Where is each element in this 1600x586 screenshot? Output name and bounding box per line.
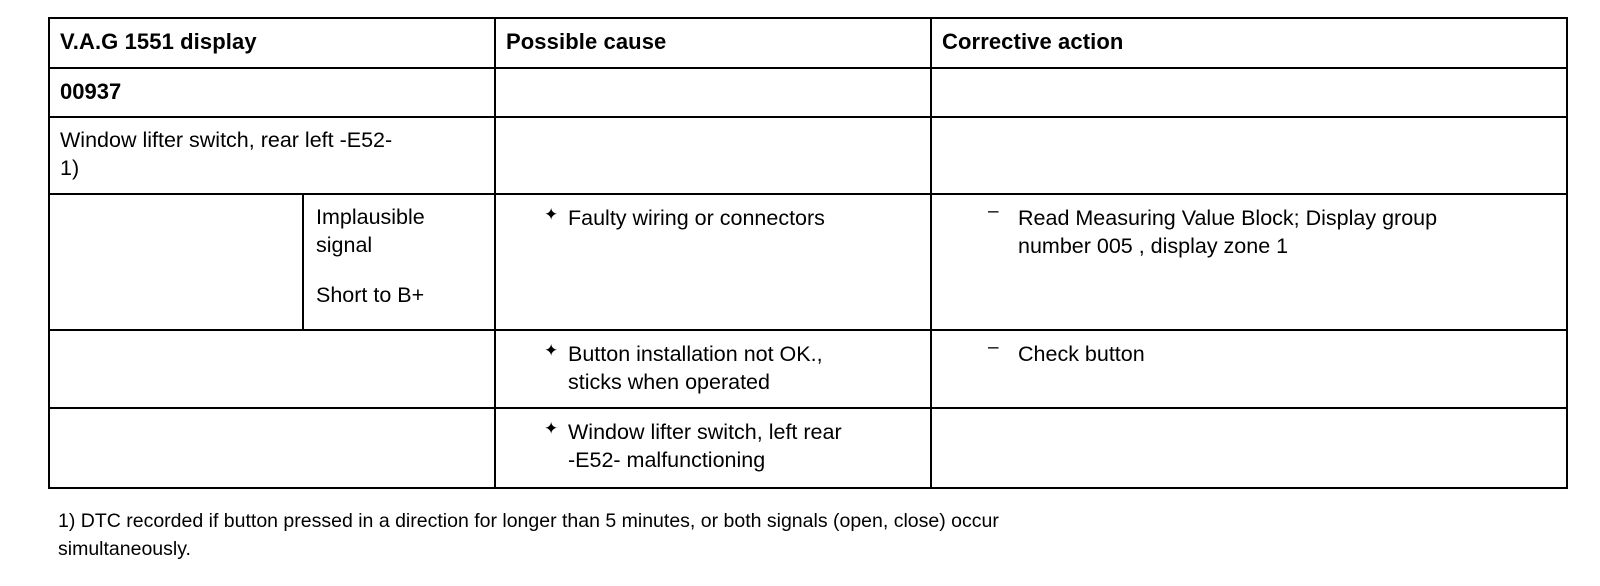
- implausible-signal-line1: Implausible: [316, 205, 425, 230]
- table-row-button-installation: Button installation not OK., sticks when…: [48, 329, 1568, 410]
- cell-button-action: Check button: [930, 329, 1568, 410]
- list-item: Check button: [988, 336, 1566, 369]
- cell-implausible-signal-label: Implausible signal Short to B+: [302, 193, 496, 332]
- action-list: Check button: [988, 336, 1566, 369]
- cell-implausible-action: Read Measuring Value Block; Display grou…: [930, 193, 1568, 332]
- action-text-line1: Read Measuring Value Block; Display grou…: [1018, 206, 1438, 231]
- component-name-footnote-marker: 1): [60, 156, 80, 181]
- possible-cause-list-button: Button installation not OK., sticks when…: [496, 331, 930, 397]
- dtc-code-value: 00937: [60, 78, 122, 104]
- header-label-display: V.A.G 1551 display: [60, 29, 257, 54]
- short-to-b-plus-label: Short to B+: [316, 282, 425, 307]
- action-text-line2: number 005 , display zone 1: [1018, 234, 1289, 258]
- possible-cause-list-wiring: Faulty wiring or connectors: [496, 195, 930, 233]
- cause-list: Button installation not OK., sticks when…: [542, 340, 930, 397]
- table-row-dtc-code: 00937: [48, 66, 1568, 119]
- cell-dtc-code-action: [930, 66, 1568, 119]
- corrective-action-list-check-button: Check button: [932, 331, 1566, 369]
- cell-implausible-cause: Faulty wiring or connectors: [494, 193, 932, 332]
- cell-button-display-empty: [48, 329, 496, 410]
- header-cell-display: V.A.G 1551 display: [48, 17, 496, 69]
- footnote-line2: simultaneously.: [58, 537, 191, 560]
- list-item: Read Measuring Value Block; Display grou…: [988, 200, 1566, 261]
- cell-button-cause: Button installation not OK., sticks when…: [494, 329, 932, 410]
- list-item: Faulty wiring or connectors: [542, 204, 930, 233]
- corrective-action-list-mvb: Read Measuring Value Block; Display grou…: [932, 195, 1566, 261]
- spacer: [316, 260, 484, 282]
- list-item: Window lifter switch, left rear -E52- ma…: [542, 418, 930, 475]
- cell-component-name: Window lifter switch, rear left -E52- 1): [48, 116, 496, 196]
- possible-cause-list-switch: Window lifter switch, left rear -E52- ma…: [496, 409, 930, 475]
- table-header-row: V.A.G 1551 display Possible cause Correc…: [48, 17, 1568, 69]
- table-row-implausible-signal: Implausible signal Short to B+ Faulty wi…: [48, 193, 1568, 332]
- action-list: Read Measuring Value Block; Display grou…: [988, 200, 1566, 261]
- component-name-value: Window lifter switch, rear left -E52-: [60, 128, 393, 153]
- header-cell-corrective-action: Corrective action: [930, 17, 1568, 69]
- implausible-signal-text: Implausible signal Short to B+: [304, 195, 494, 324]
- header-label-corrective-action: Corrective action: [942, 29, 1124, 54]
- table-row-switch-malfunctioning: Window lifter switch, left rear -E52- ma…: [48, 407, 1568, 490]
- cause-list: Window lifter switch, left rear -E52- ma…: [542, 418, 930, 475]
- table-row-component-name: Window lifter switch, rear left -E52- 1): [48, 116, 1568, 196]
- cause-text-line2: -E52- malfunctioning: [568, 448, 766, 472]
- component-name-text: Window lifter switch, rear left -E52- 1): [50, 118, 494, 193]
- cell-dtc-code: 00937: [48, 66, 496, 119]
- cell-component-name-cause: [494, 116, 932, 196]
- cell-dtc-code-cause: [494, 66, 932, 119]
- implausible-signal-line2: signal: [316, 233, 373, 257]
- footnote: 1) DTC recorded if button pressed in a d…: [58, 508, 1538, 563]
- cause-text-line2: sticks when operated: [568, 370, 770, 394]
- cell-switch-cause: Window lifter switch, left rear -E52- ma…: [494, 407, 932, 490]
- footnote-line1: 1) DTC recorded if button pressed in a d…: [58, 510, 999, 532]
- cell-component-name-action: [930, 116, 1568, 196]
- cell-implausible-display-empty: [48, 193, 304, 332]
- list-item: Button installation not OK., sticks when…: [542, 340, 930, 397]
- header-label-possible-cause: Possible cause: [506, 29, 667, 54]
- cell-switch-display-empty: [48, 407, 496, 490]
- cell-switch-action: [930, 407, 1568, 490]
- cause-list: Faulty wiring or connectors: [542, 204, 930, 233]
- header-cell-possible-cause: Possible cause: [494, 17, 932, 69]
- cause-text-line1: Window lifter switch, left rear: [568, 420, 842, 445]
- cause-text-line1: Button installation not OK.,: [568, 342, 823, 367]
- dtc-table: V.A.G 1551 display Possible cause Correc…: [48, 17, 1568, 490]
